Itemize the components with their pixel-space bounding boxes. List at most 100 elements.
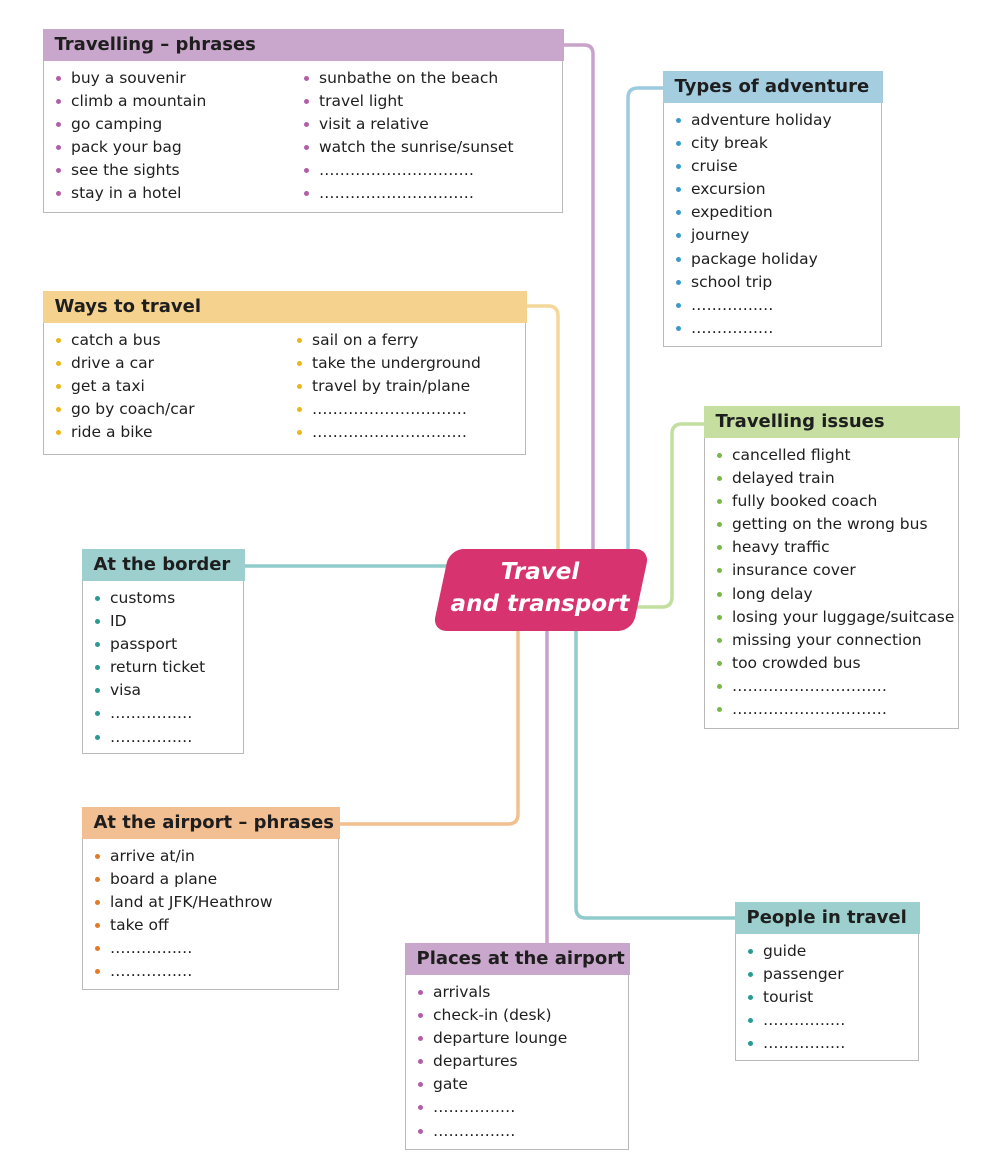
list-item: long delay [715, 583, 954, 606]
list-item: ………….… [416, 1096, 567, 1119]
ways-to-travel-header: Ways to travel [42, 290, 527, 323]
at-the-border-list: customs ID passport return ticket visa …… [93, 587, 205, 749]
list-item: ………….… [746, 1032, 845, 1055]
list-item: passport [93, 633, 205, 656]
list-item: go camping [54, 113, 302, 136]
central-topic: Travel and transport [430, 556, 650, 620]
list-item: customs [93, 587, 205, 610]
people-in-travel-list: guide passenger tourist ………….… ………….… [746, 940, 845, 1055]
places-at-airport-header: Places at the airport [404, 942, 630, 975]
list-item: ………………………… [295, 398, 481, 421]
list-item: ………….… [746, 1009, 845, 1032]
list-item: ………………………… [295, 421, 481, 444]
list-item: package holiday [674, 248, 832, 271]
list-item: delayed train [715, 467, 954, 490]
travelling-phrases-col2: sunbathe on the beach travel light visit… [302, 67, 514, 206]
connector-at-the-airport [339, 631, 520, 826]
list-item: arrive at/in [93, 845, 273, 868]
connector-ways-to-travel [526, 304, 560, 550]
list-item: ………………………… [302, 182, 514, 205]
at-the-border-header: At the border [81, 548, 245, 581]
list-item: cancelled flight [715, 444, 954, 467]
list-item: expedition [674, 201, 832, 224]
connector-people-in-travel [574, 631, 736, 920]
list-item: stay in a hotel [54, 182, 302, 205]
at-the-airport-header: At the airport – phrases [81, 806, 340, 839]
list-item: take the underground [295, 352, 481, 375]
connector-types-of-adventure [626, 86, 663, 550]
types-of-adventure-box: Types of adventure adventure holiday cit… [662, 70, 883, 347]
list-item: return ticket [93, 656, 205, 679]
list-item: insurance cover [715, 559, 954, 582]
list-item: drive a car [54, 352, 295, 375]
list-item: buy a souvenir [54, 67, 302, 90]
travelling-issues-list: cancelled flight delayed train fully boo… [715, 444, 954, 721]
types-of-adventure-list: adventure holiday city break cruise excu… [674, 109, 832, 340]
list-item: city break [674, 132, 832, 155]
list-item: watch the sunrise/sunset [302, 136, 514, 159]
list-item: see the sights [54, 159, 302, 182]
list-item: ………………………… [302, 159, 514, 182]
list-item: guide [746, 940, 845, 963]
list-item: travel light [302, 90, 514, 113]
at-the-airport-box: At the airport – phrases arrive at/in bo… [81, 806, 340, 990]
list-item: departure lounge [416, 1027, 567, 1050]
list-item: school trip [674, 271, 832, 294]
ways-to-travel-col1: catch a bus drive a car get a taxi go by… [54, 329, 295, 444]
ways-to-travel-box: Ways to travel catch a bus drive a car g… [42, 290, 527, 455]
list-item: passenger [746, 963, 845, 986]
list-item: board a plane [93, 868, 273, 891]
list-item: ………….… [674, 294, 832, 317]
list-item: losing your luggage/suitcase [715, 606, 954, 629]
list-item: getting on the wrong bus [715, 513, 954, 536]
connector-travelling-phrases [563, 43, 595, 550]
list-item: visa [93, 679, 205, 702]
list-item: ………….… [93, 726, 205, 749]
travelling-phrases-header: Travelling – phrases [42, 28, 564, 61]
list-item: pack your bag [54, 136, 302, 159]
list-item: ………….… [93, 937, 273, 960]
places-at-airport-box: Places at the airport arrivals check-in … [404, 942, 630, 1150]
list-item: take off [93, 914, 273, 937]
list-item: climb a mountain [54, 90, 302, 113]
list-item: fully booked coach [715, 490, 954, 513]
list-item: sail on a ferry [295, 329, 481, 352]
at-the-border-box: At the border customs ID passport return… [81, 548, 245, 754]
central-topic-line2: and transport [450, 591, 630, 617]
list-item: ride a bike [54, 421, 295, 444]
travelling-issues-box: Travelling issues cancelled flight delay… [703, 405, 960, 729]
list-item: go by coach/car [54, 398, 295, 421]
list-item: adventure holiday [674, 109, 832, 132]
list-item: missing your connection [715, 629, 954, 652]
list-item: land at JFK/Heathrow [93, 891, 273, 914]
list-item: visit a relative [302, 113, 514, 136]
travelling-phrases-box: Travelling – phrases buy a souvenir clim… [42, 28, 564, 213]
travelling-issues-header: Travelling issues [703, 405, 960, 438]
list-item: departures [416, 1050, 567, 1073]
list-item: check-in (desk) [416, 1004, 567, 1027]
list-item: arrivals [416, 981, 567, 1004]
list-item: catch a bus [54, 329, 295, 352]
list-item: tourist [746, 986, 845, 1009]
list-item: heavy traffic [715, 536, 954, 559]
list-item: too crowded bus [715, 652, 954, 675]
list-item: ID [93, 610, 205, 633]
list-item: travel by train/plane [295, 375, 481, 398]
places-at-airport-list: arrivals check-in (desk) departure loung… [416, 981, 567, 1143]
list-item: excursion [674, 178, 832, 201]
list-item: gate [416, 1073, 567, 1096]
list-item: ………….… [93, 702, 205, 725]
travelling-phrases-col1: buy a souvenir climb a mountain go campi… [54, 67, 302, 206]
list-item: ………………………… [715, 675, 954, 698]
people-in-travel-box: People in travel guide passenger tourist… [734, 901, 920, 1061]
connector-travelling-issues [636, 422, 704, 609]
ways-to-travel-col2: sail on a ferry take the underground tra… [295, 329, 481, 444]
list-item: ………….… [93, 960, 273, 983]
list-item: ………….… [674, 317, 832, 340]
types-of-adventure-header: Types of adventure [662, 70, 883, 103]
list-item: sunbathe on the beach [302, 67, 514, 90]
list-item: get a taxi [54, 375, 295, 398]
list-item: cruise [674, 155, 832, 178]
list-item: ………………………… [715, 698, 954, 721]
